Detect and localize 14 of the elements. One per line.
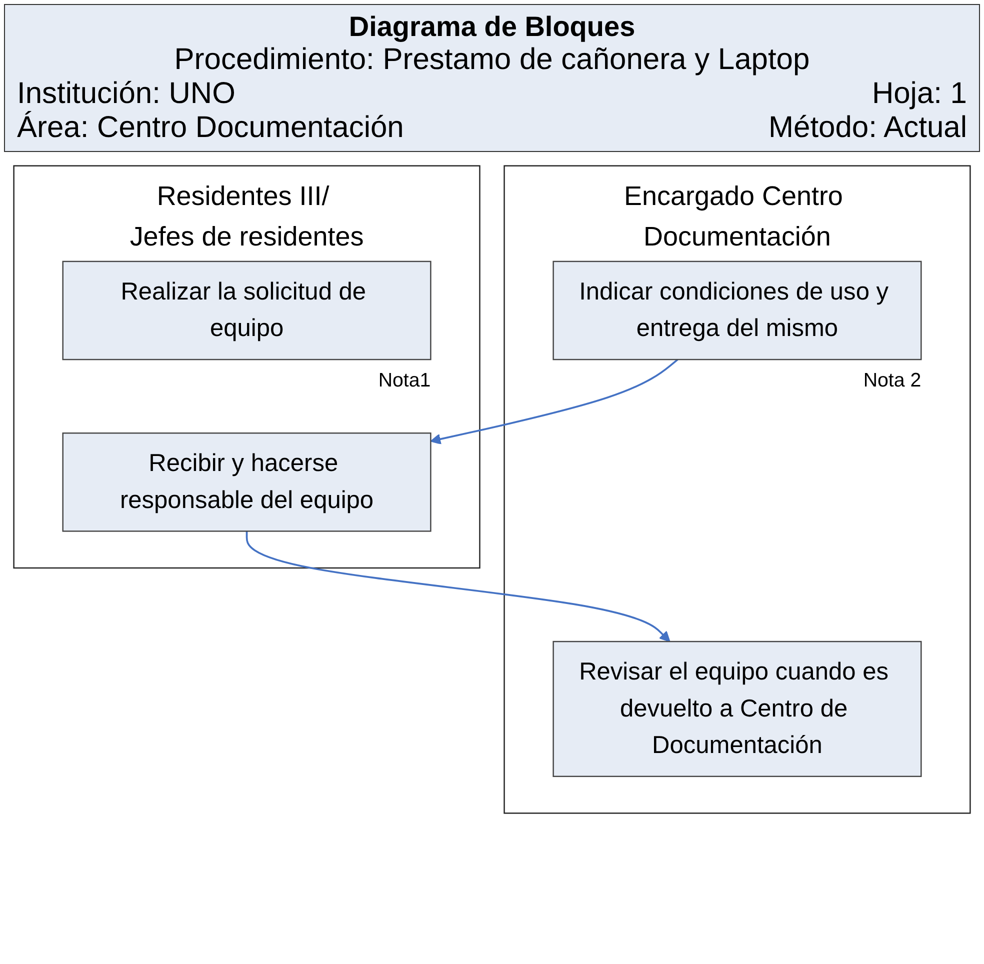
note-text: Nota 2 bbox=[863, 370, 922, 392]
header-text: Hoja: 1 bbox=[872, 77, 967, 111]
node-box: Revisar el equipo cuando es devuelto a Centro de Documentación bbox=[552, 640, 922, 778]
node-box: Indicar condiciones de uso y entrega del mismo bbox=[552, 260, 922, 360]
arrow bbox=[246, 531, 670, 642]
header-text: Método: Actual bbox=[768, 111, 967, 145]
header-text: Institución: UNO bbox=[17, 77, 236, 111]
node-box: Recibir y hacerse responsable del equipo bbox=[62, 432, 432, 532]
arrow bbox=[430, 358, 678, 444]
diagram-title: Diagrama de Bloques bbox=[348, 11, 636, 43]
header-text: Procedimiento: Prestamo de cañonera y Laptop bbox=[173, 43, 811, 77]
node-box: Realizar la solicitud de equipo bbox=[62, 260, 432, 360]
header-text: Área: Centro Documentación bbox=[17, 111, 404, 145]
note-text: Nota1 bbox=[378, 370, 431, 392]
